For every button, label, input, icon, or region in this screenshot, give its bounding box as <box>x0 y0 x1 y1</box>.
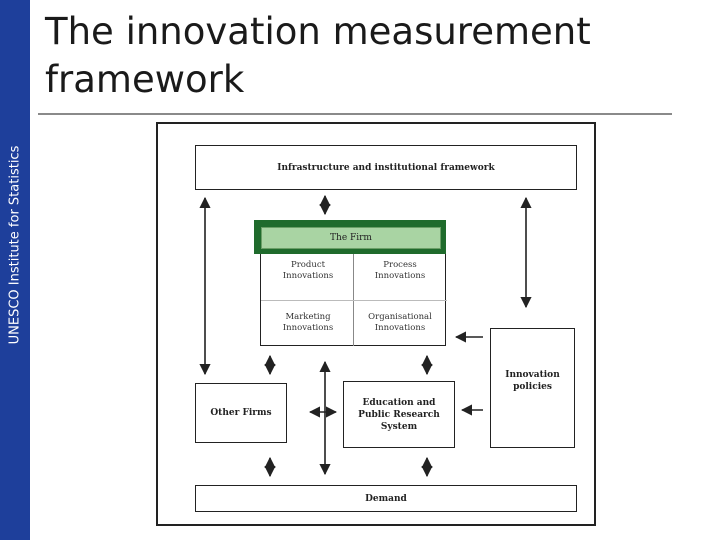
title-divider <box>38 113 672 115</box>
demand-box: Demand <box>195 485 577 512</box>
organisational-innovations: Organisational Innovations <box>368 312 432 333</box>
sidebar: UNESCO Institute for Statistics <box>0 0 30 540</box>
product-innovations: Product Innovations <box>282 260 334 281</box>
sidebar-label: UNESCO Institute for Statistics <box>7 145 23 345</box>
innovation-policies-label: Innovation policies <box>505 370 560 392</box>
demand-label: Demand <box>365 493 407 504</box>
marketing-innovations: Marketing Innovations <box>282 312 334 333</box>
firm-box: Product Innovations Process Innovations … <box>260 254 447 346</box>
firm-title-band: The Firm <box>261 227 441 249</box>
slide-title: The innovation measurement framework <box>45 10 591 101</box>
other-firms-box: Other Firms <box>195 383 287 443</box>
infrastructure-box: Infrastructure and institutional framewo… <box>195 145 577 190</box>
process-innovations: Process Innovations <box>374 260 426 281</box>
infrastructure-label: Infrastructure and institutional framewo… <box>277 162 495 173</box>
innovation-policies-box: Innovation policies <box>490 328 575 448</box>
education-label: Education and Public Research System <box>358 397 440 432</box>
firm-title: The Firm <box>330 233 372 243</box>
education-box: Education and Public Research System <box>343 381 455 448</box>
firm-horizontal-divider <box>261 300 447 301</box>
other-firms-label: Other Firms <box>210 408 272 418</box>
